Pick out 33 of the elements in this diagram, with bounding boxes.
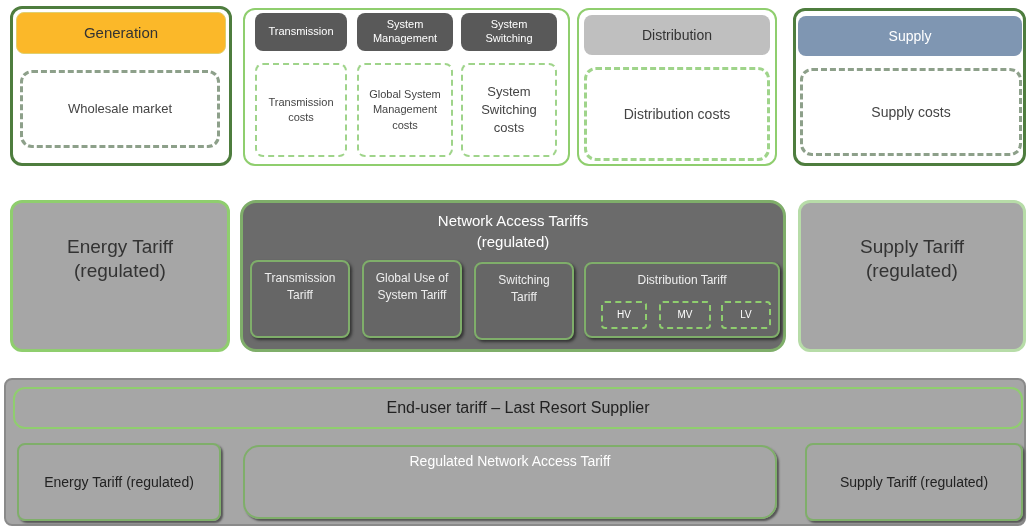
cost-box: Distribution costs: [584, 67, 770, 161]
header-label: Supply: [798, 16, 1022, 56]
header-label: Transmission: [255, 13, 347, 51]
group-frame: [10, 6, 232, 166]
tariff-banner: End-user tariff – Last Resort Supplier: [13, 387, 1023, 429]
voltage-box: HV: [601, 301, 647, 329]
tariff-box: Energy Tariff (regulated): [17, 443, 221, 521]
header-label: System Switching: [461, 13, 557, 51]
header-label: Generation: [16, 12, 226, 54]
header-label: System Management: [357, 13, 453, 51]
cost-box: Supply costs: [800, 68, 1022, 156]
tariff-group-box: [4, 378, 1026, 526]
tariff-box: Supply Tariff (regulated): [798, 200, 1026, 352]
group-frame: [577, 8, 777, 166]
cost-box: Transmission costs: [255, 63, 347, 157]
tariff-box: Global Use of System Tariff: [362, 260, 462, 338]
tariff-box: Switching Tariff: [474, 262, 574, 340]
voltage-box: LV: [721, 301, 771, 329]
cost-box: System Switching costs: [461, 63, 557, 157]
tariff-box: [584, 262, 780, 338]
group-frame: [243, 8, 570, 166]
tariff-box: Supply Tariff (regulated): [805, 443, 1023, 521]
voltage-box: MV: [659, 301, 711, 329]
tariff-group-box: [240, 200, 786, 352]
cost-box: Wholesale market: [20, 70, 220, 148]
box-label: Network Access Tariffs (regulated): [436, 211, 590, 252]
header-label: Distribution: [584, 15, 770, 55]
tariff-box: Energy Tariff (regulated): [10, 200, 230, 352]
tariff-box: Transmission Tariff: [250, 260, 350, 338]
group-frame: [793, 8, 1026, 166]
cost-box: Global System Management costs: [357, 63, 453, 157]
box-label: Distribution Tariff: [636, 272, 728, 289]
tariff-box: Regulated Network Access Tariff: [243, 445, 777, 519]
